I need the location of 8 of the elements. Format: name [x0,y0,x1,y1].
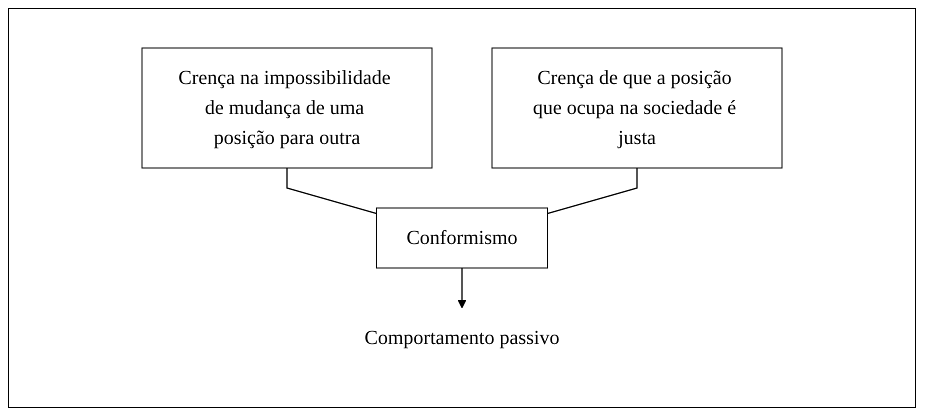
frame-border: Crença na impossibilidade de mudança de uma posição para outra Crença de que a posição que ocupa na sociedade é justa Conformismo Comportamento passivo [8,8,916,408]
node-box [376,208,548,268]
connector [547,168,638,214]
arrow [458,268,466,308]
connector [286,168,377,214]
node-box [142,48,432,168]
node-text: Comportamento passivo [364,327,560,349]
node-box [492,48,782,168]
